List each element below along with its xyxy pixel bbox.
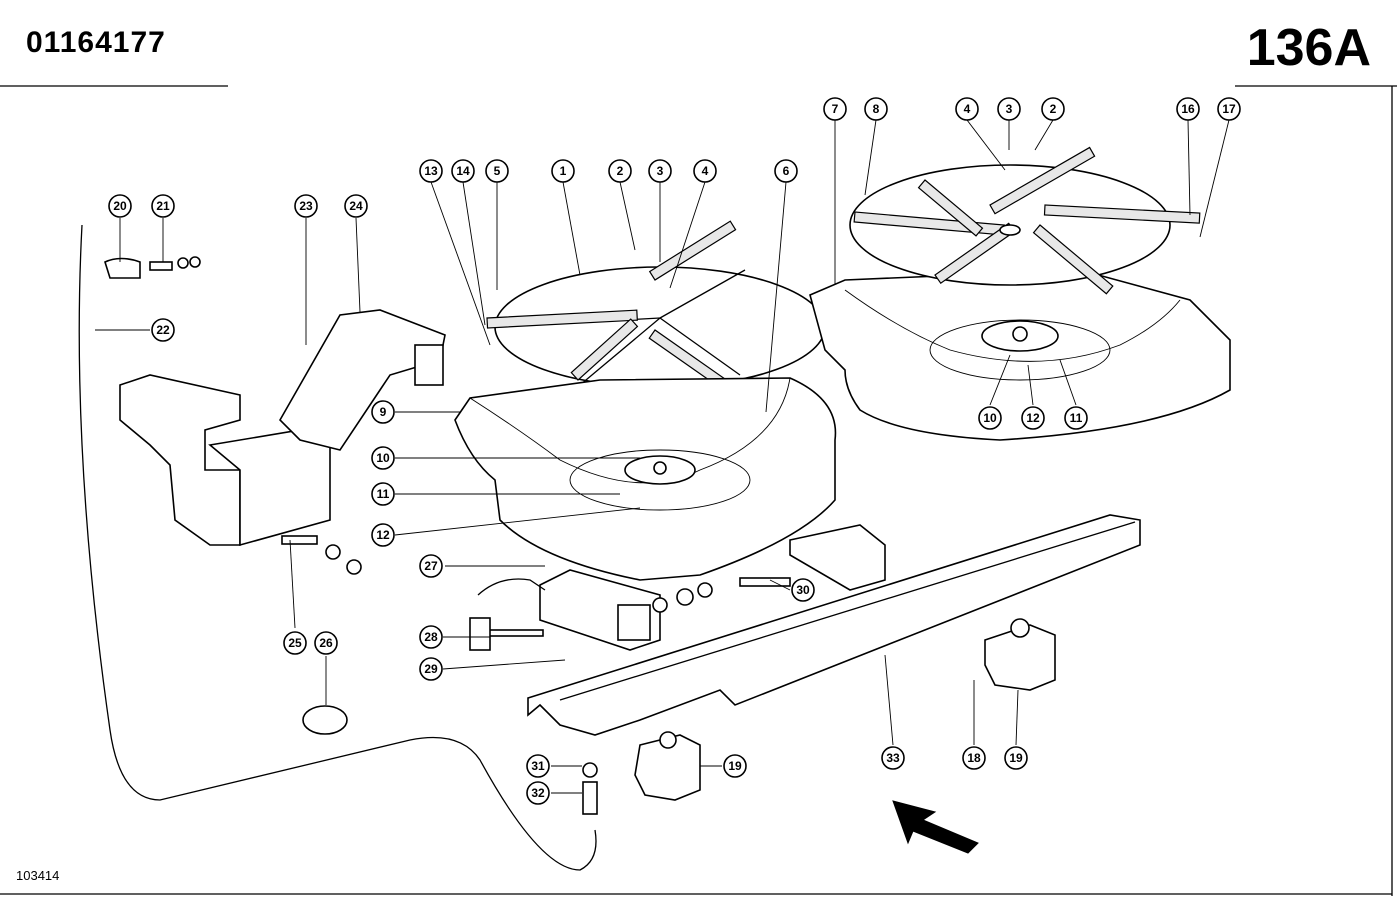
svg-text:18: 18 bbox=[967, 751, 981, 765]
right-spreader-bowl bbox=[809, 269, 1231, 441]
callout-2-right: 2 bbox=[1041, 97, 1065, 121]
leader-lines bbox=[95, 119, 1230, 794]
callout-27: 27 bbox=[419, 554, 443, 578]
callout-4-right: 4 bbox=[955, 97, 979, 121]
svg-text:22: 22 bbox=[156, 323, 170, 337]
svg-text:2: 2 bbox=[617, 164, 624, 178]
callout-33: 33 bbox=[881, 746, 905, 770]
svg-text:20: 20 bbox=[113, 199, 127, 213]
callout-32: 32 bbox=[526, 781, 550, 805]
callout-7: 7 bbox=[823, 97, 847, 121]
callout-8: 8 bbox=[864, 97, 888, 121]
callout-9: 9 bbox=[371, 400, 395, 424]
callout-6: 6 bbox=[774, 159, 798, 183]
hydraulic-motor-right bbox=[984, 618, 1056, 691]
callout-11: 11 bbox=[371, 482, 395, 506]
callout-22: 22 bbox=[151, 318, 175, 342]
callout-28: 28 bbox=[419, 625, 443, 649]
svg-text:24: 24 bbox=[349, 199, 363, 213]
direction-arrow bbox=[892, 800, 979, 854]
svg-text:19: 19 bbox=[1009, 751, 1023, 765]
page-frame bbox=[0, 85, 1397, 896]
right-spinner-disc bbox=[849, 146, 1201, 295]
hardware-fasteners bbox=[104, 256, 791, 815]
callout-24: 24 bbox=[344, 194, 368, 218]
svg-text:30: 30 bbox=[796, 583, 810, 597]
svg-text:19: 19 bbox=[728, 759, 742, 773]
svg-text:5: 5 bbox=[494, 164, 501, 178]
svg-text:10: 10 bbox=[983, 411, 997, 425]
svg-text:11: 11 bbox=[377, 487, 390, 501]
callout-3: 3 bbox=[648, 159, 672, 183]
hydraulic-hose bbox=[78, 224, 597, 871]
svg-text:23: 23 bbox=[299, 199, 313, 213]
svg-text:3: 3 bbox=[1006, 102, 1013, 116]
svg-text:1: 1 bbox=[560, 164, 567, 178]
svg-text:33: 33 bbox=[886, 751, 900, 765]
svg-text:31: 31 bbox=[531, 759, 545, 773]
callout-3-right: 3 bbox=[997, 97, 1021, 121]
svg-text:14: 14 bbox=[456, 164, 470, 178]
callout-12-right: 12 bbox=[1021, 406, 1045, 430]
hydraulic-motor-left bbox=[634, 731, 701, 801]
svg-text:10: 10 bbox=[376, 451, 390, 465]
svg-text:28: 28 bbox=[424, 630, 438, 644]
left-spinner-disc bbox=[486, 220, 826, 391]
callout-23: 23 bbox=[294, 194, 318, 218]
svg-text:4: 4 bbox=[964, 102, 971, 116]
callout-5: 5 bbox=[485, 159, 509, 183]
callout-19-right: 19 bbox=[1004, 746, 1028, 770]
svg-text:2: 2 bbox=[1050, 102, 1057, 116]
svg-text:11: 11 bbox=[1070, 411, 1083, 425]
callout-29: 29 bbox=[419, 657, 443, 681]
svg-text:25: 25 bbox=[288, 636, 302, 650]
callout-1: 1 bbox=[551, 159, 575, 183]
callout-13: 13 bbox=[419, 159, 443, 183]
left-spreader-bowl bbox=[454, 377, 837, 581]
svg-text:7: 7 bbox=[832, 102, 839, 116]
figure-number: 103414 bbox=[16, 868, 60, 883]
svg-text:3: 3 bbox=[657, 164, 664, 178]
svg-text:6: 6 bbox=[783, 164, 790, 178]
svg-text:21: 21 bbox=[156, 199, 170, 213]
callout-11-right: 11 bbox=[1064, 406, 1088, 430]
callout-10-right: 10 bbox=[978, 406, 1002, 430]
callout-31: 31 bbox=[526, 754, 550, 778]
callout-4: 4 bbox=[693, 159, 717, 183]
svg-text:32: 32 bbox=[531, 786, 545, 800]
svg-text:26: 26 bbox=[319, 636, 333, 650]
svg-text:8: 8 bbox=[873, 102, 880, 116]
callout-14: 14 bbox=[451, 159, 475, 183]
callout-17: 17 bbox=[1217, 97, 1241, 121]
svg-text:12: 12 bbox=[1026, 411, 1040, 425]
svg-text:27: 27 bbox=[424, 559, 438, 573]
frame-bracket bbox=[119, 309, 446, 547]
callout-26: 26 bbox=[314, 631, 338, 655]
tube-bracket bbox=[539, 569, 661, 651]
svg-text:29: 29 bbox=[424, 662, 438, 676]
callout-21: 21 bbox=[151, 194, 175, 218]
callout-25: 25 bbox=[283, 631, 307, 655]
callout-20: 20 bbox=[108, 194, 132, 218]
svg-text:13: 13 bbox=[424, 164, 438, 178]
chassis-beam bbox=[527, 514, 1141, 736]
callout-16: 16 bbox=[1176, 97, 1200, 121]
callout-19: 19 bbox=[723, 754, 747, 778]
svg-text:12: 12 bbox=[376, 528, 390, 542]
svg-text:4: 4 bbox=[702, 164, 709, 178]
callout-30: 30 bbox=[791, 578, 815, 602]
page-code: 136A bbox=[1246, 19, 1371, 77]
callout-18: 18 bbox=[962, 746, 986, 770]
callout-12: 12 bbox=[371, 523, 395, 547]
svg-text:17: 17 bbox=[1222, 102, 1236, 116]
svg-text:16: 16 bbox=[1181, 102, 1195, 116]
callout-2: 2 bbox=[608, 159, 632, 183]
svg-text:9: 9 bbox=[380, 405, 387, 419]
callout-10: 10 bbox=[371, 446, 395, 470]
document-number: 01164177 bbox=[26, 26, 166, 59]
